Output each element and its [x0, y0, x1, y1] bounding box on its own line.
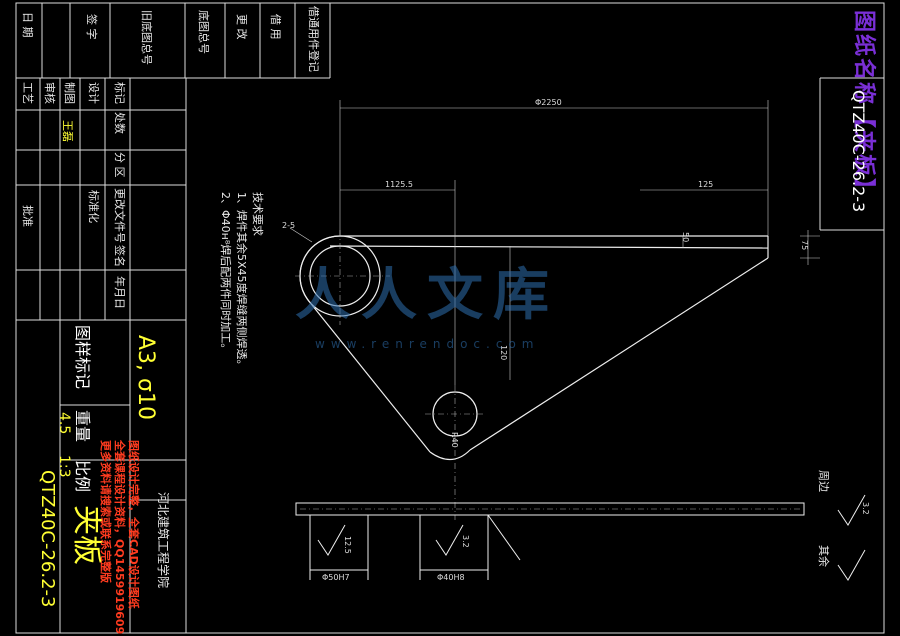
dim-rough2: 3.2	[461, 535, 470, 548]
dim-total: Φ2250	[535, 98, 562, 107]
dim-d6: 120	[499, 345, 508, 360]
tech-req-title: 技术要求	[251, 192, 264, 236]
dim-d1: 1125.5	[385, 180, 413, 189]
tb-label-date: 年月日	[113, 276, 126, 309]
dim-d2: 125	[698, 180, 713, 189]
tb-label-draw: 制图	[63, 82, 76, 104]
tb-material: A3, σ10	[133, 335, 158, 420]
dim-hole2: Φ40H8	[437, 573, 465, 582]
strip-label-sign: 签 字	[85, 14, 98, 40]
strip-label-register: 借通用件登记	[307, 6, 320, 72]
strip-label-base-no: 底图总号	[197, 10, 210, 54]
tb-label-craft: 工艺	[21, 82, 34, 104]
outer-border	[15, 2, 885, 634]
tb-label-signname: 签名	[113, 245, 126, 267]
right-code-box	[819, 77, 884, 231]
watermark: 人人文库 www.renrendoc.com	[295, 250, 559, 351]
tb-label-design: 设计	[87, 82, 100, 104]
right-label-periphery: 周边	[817, 470, 830, 492]
tb-weight-value: 4.5	[56, 412, 72, 435]
part-outline	[299, 235, 769, 461]
section-view	[295, 502, 805, 580]
tb-label-approve: 批准	[21, 205, 34, 227]
dim-hole1: Φ50H7	[322, 573, 350, 582]
dim-d5: 75	[800, 240, 809, 250]
tech-req-line1: 1、焊件其余5X45度焊缝两侧焊透。	[235, 192, 248, 371]
strip-label-date: 日 期	[21, 12, 34, 38]
dim-d7: R40	[450, 432, 459, 448]
center-lines	[295, 230, 485, 520]
dim-rough3: 3.2	[861, 502, 870, 515]
dim-d4: 50	[681, 232, 690, 242]
tech-req-line2: 2、Φ40ʜ⁸焊后配两件同时加工。	[219, 192, 232, 355]
tb-scale-value: 1:3	[56, 455, 72, 478]
tb-label-mark: 标记	[113, 82, 126, 104]
right-label-rest: 其余	[817, 545, 830, 567]
tb-weight-label: 重量	[73, 410, 92, 443]
tb-label-check: 审核	[43, 82, 56, 104]
tb-label-changefile: 更改文件号	[113, 188, 126, 243]
tb-label-count: 处数	[113, 112, 126, 134]
top-strip-grid	[16, 3, 331, 79]
tb-label-std: 标准化	[87, 190, 100, 223]
strip-label-change: 更 改	[235, 14, 248, 40]
tb-scale-label: 比例	[73, 460, 92, 493]
dim-d3: 2-5	[282, 221, 295, 230]
strip-label-borrow: 借 用	[269, 14, 282, 40]
tb-stage-label: 图样标记	[73, 325, 92, 390]
watermark-url: www.renrendoc.com	[315, 337, 540, 351]
watermark-text: 人人文库	[295, 262, 559, 328]
dimension-lines	[289, 100, 820, 385]
promo-line-1: 图纸设计完整，全套CAD设计图纸	[127, 440, 140, 609]
roughness-symbols	[317, 494, 866, 581]
drawing-code-right: QTZ40C-26.2-3	[849, 90, 868, 213]
strip-label-old-base: 旧底图总号	[140, 10, 153, 65]
tb-drawer-name: 王磊	[61, 120, 74, 142]
title-block-grid	[16, 78, 187, 633]
tb-drawing-code: QTZ40C-26.2-3	[37, 470, 58, 608]
dim-rough1: 12.5	[343, 536, 352, 554]
promo-line-2: 全套课程设计资料，QQ1459919609	[113, 440, 126, 635]
promo-line-3: 更多资料请搜索或联系完整版	[99, 440, 112, 583]
tb-label-zone: 分 区	[113, 152, 126, 178]
tb-school: 河北建筑工程学院	[156, 492, 170, 589]
